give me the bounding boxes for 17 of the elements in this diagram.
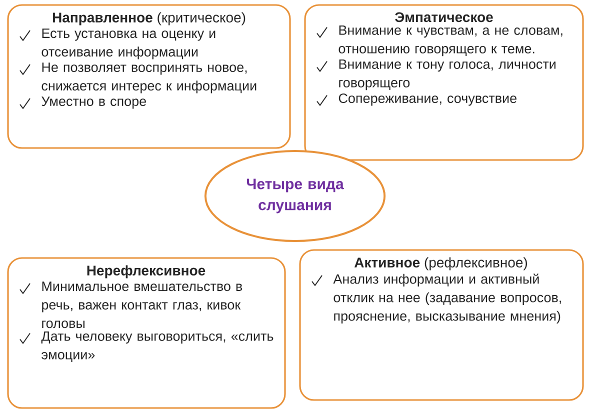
info-card [7, 257, 286, 409]
info-card [304, 4, 584, 161]
card-heading: Эмпатическое [395, 12, 493, 22]
bullet-text: Дать человеку выговориться, «слить эмоции» [41, 331, 274, 362]
bullet-text: Сопереживание, сочувствие [338, 94, 516, 106]
card-heading: Нерефлексивное [87, 265, 206, 278]
info-card [299, 249, 584, 401]
bullet-text: Минимальное вмешательство в речь, важен контакт глаз, кивок головы [42, 282, 242, 328]
card-heading: Активное (рефлексивное) [354, 257, 528, 270]
card-heading: Направленное (критическое) [52, 12, 246, 26]
bullet-text: Внимание к тону голоса, личности говорящего [339, 60, 556, 90]
bullet-text: Есть установка на оценку и отсеивание информации [42, 28, 216, 60]
bullet-text: Анализ информации и активный отклик на нее (задавание вопросов, прояснение, высказывание мнения) [333, 274, 561, 324]
title-oval: Четыре вида слушания [204, 150, 386, 242]
bullet-text: Внимание к чувствам, а не словам, отношению говорящего к теме. [338, 26, 562, 56]
bullet-text: Не позволяет воспринять новое, снижается интерес к информации [42, 62, 256, 94]
bullet-text: Уместно в споре [42, 96, 146, 109]
